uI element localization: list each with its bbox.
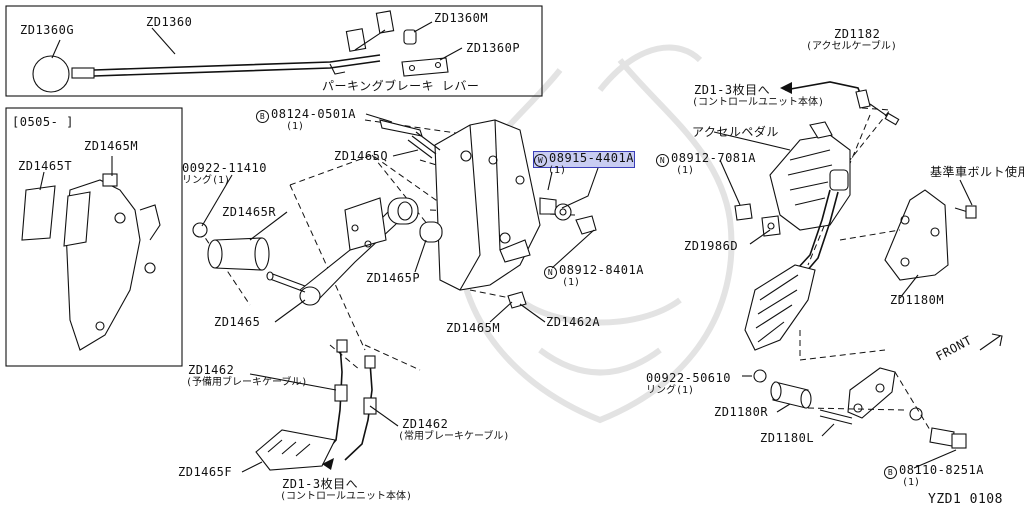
prefix-w-badge: W — [534, 154, 547, 167]
part-label-zd1360m: ZD1360M — [434, 11, 489, 25]
zd1462-main-note: (常用ブレーキケーブル) — [398, 431, 510, 442]
part-label-zd1360: ZD1360 — [146, 15, 193, 29]
part-label-zd1180l: ZD1180L — [760, 431, 815, 445]
parking-lever-caption: パーキングブレーキ レバー — [322, 79, 480, 93]
callout-ring-00922-50610: 00922-50610 — [646, 371, 731, 385]
brake-pedal-assembly — [192, 119, 597, 471]
callout-ring-00922-11410: 00922-11410 — [182, 161, 267, 175]
base-bolt-note: 基準車ボルト使用 — [930, 165, 1024, 179]
part-label-zd1986d: ZD1986D — [684, 239, 739, 253]
diagram-footer-code: YZD1 0108 — [928, 492, 1003, 507]
callout-zd1462-spare: ZD1462 — [188, 363, 235, 377]
part-label-zd1465: ZD1465 — [214, 315, 261, 329]
prefix-n-badge: N — [656, 154, 669, 167]
zd1182-note: (アクセルケーブル) — [806, 41, 897, 52]
part-label-zd1465r: ZD1465R — [222, 205, 277, 219]
part-label-zd1465m: ZD1465M — [446, 321, 501, 335]
accelerator-pedal-label: アクセルペダル — [692, 125, 779, 139]
inset-parking-lever-box — [5, 5, 543, 97]
reference-bottom-line1: ZD1-3枚目へ — [282, 477, 359, 491]
reference-top-line1: ZD1-3枚目へ — [694, 83, 771, 97]
part-label-zd1360p: ZD1360P — [466, 41, 521, 55]
front-direction-arrow — [979, 333, 1003, 351]
date-range-label: [0505- ] — [12, 115, 74, 129]
nut-08912-7081-number: 08912-7081A — [671, 151, 756, 165]
part-label-zd1360g: ZD1360G — [20, 23, 75, 37]
nut-08912-8401-qty: (1) — [562, 277, 581, 288]
part-label-zd1462a: ZD1462A — [546, 315, 601, 329]
nut-08912-7081-qty: (1) — [676, 165, 695, 176]
bracket-inset-drawing — [21, 156, 161, 351]
prefix-n-badge: N — [544, 266, 557, 279]
part-label-zd1465t: ZD1465T — [18, 159, 73, 173]
callout-zd1182: ZD1182 — [834, 27, 881, 41]
reference-top-line2: (コントロールユニット本体) — [692, 97, 825, 108]
leader-lines — [201, 113, 973, 473]
part-label-zd1465p: ZD1465P — [366, 271, 421, 285]
part-label-zd1180r: ZD1180R — [714, 405, 769, 419]
prefix-b-badge: B — [884, 466, 897, 479]
reference-bottom-line2: (コントロールユニット本体) — [280, 491, 413, 502]
part-label-inset-zd1465m: ZD1465M — [84, 139, 139, 153]
part-label-zd1465q: ZD1465Q — [334, 149, 389, 163]
washer-08915-qty: (1) — [548, 165, 567, 176]
accelerator-assembly — [734, 81, 977, 449]
inset-bracket-box — [5, 107, 183, 367]
part-label-zd1465f: ZD1465F — [178, 465, 233, 479]
bolt-08110-qty: (1) — [902, 477, 921, 488]
bolt-08124-number: 08124-0501A — [271, 107, 356, 121]
callout-zd1462-main: ZD1462 — [402, 417, 449, 431]
bolt-08124-qty: (1) — [286, 121, 305, 132]
part-label-zd1180m: ZD1180M — [890, 293, 945, 307]
washer-08915-number: 08915-4401A — [549, 151, 634, 165]
zd1462-spare-note: (予備用ブレーキケーブル) — [186, 377, 308, 388]
nut-08912-8401-number: 08912-8401A — [559, 263, 644, 277]
bolt-08110-number: 08110-8251A — [899, 463, 984, 477]
ring-00922-50610-note: リング(1) — [646, 385, 695, 396]
ring-00922-11410-note: リング(1) — [182, 175, 231, 186]
prefix-b-badge: B — [256, 110, 269, 123]
parking-lever-drawing — [32, 10, 463, 93]
